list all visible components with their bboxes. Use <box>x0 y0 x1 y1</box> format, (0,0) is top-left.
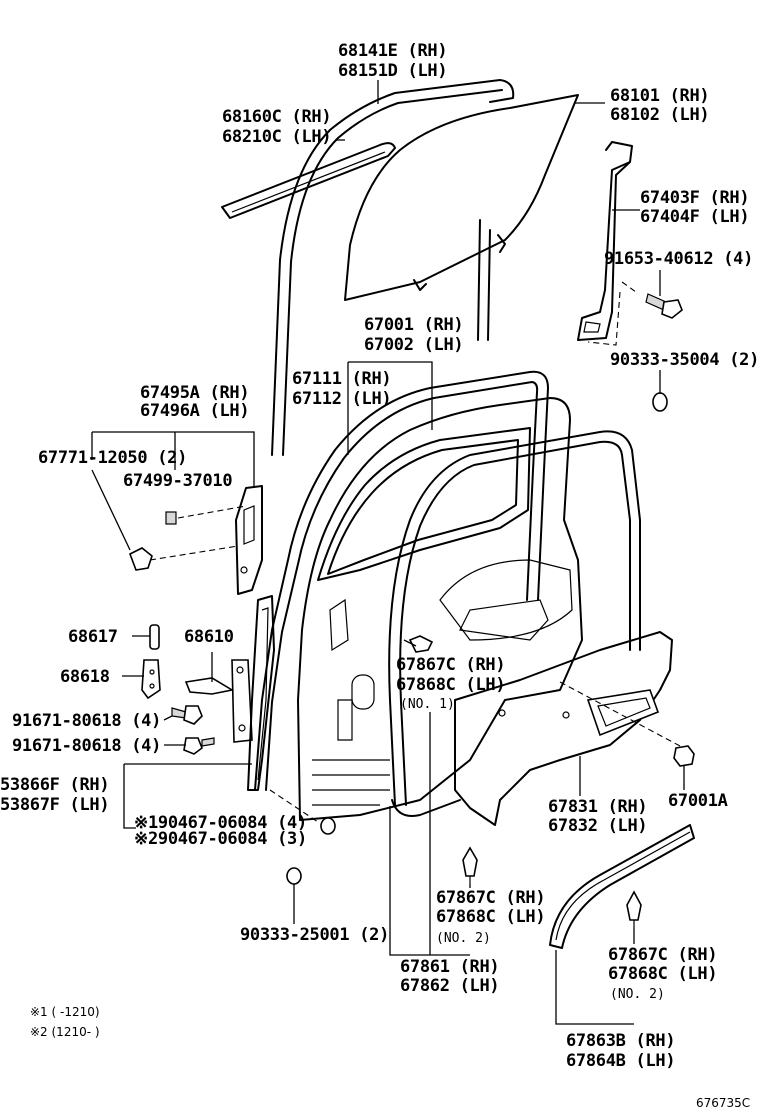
opening-weatherstrip <box>388 430 641 817</box>
label-glass-run-2: 68151D (LH) <box>338 61 447 81</box>
label-trim-2: 67832 (LH) <box>548 816 647 836</box>
trim-clip <box>673 745 695 767</box>
label-plug-25001: 90333-25001 (2) <box>240 925 389 945</box>
label-hinge-upper: 68610 <box>184 627 234 647</box>
cap-67499 <box>165 511 177 525</box>
label-panel-2: 67002 (LH) <box>364 335 463 355</box>
label-glass-run-1: 68141E (RH) <box>338 41 447 61</box>
leader-lines <box>91 80 685 1025</box>
door-panel <box>297 397 583 821</box>
label-clip-no1-1: 67867C (RH) <box>396 655 505 675</box>
label-seal-1: 53866F (RH) <box>0 775 109 795</box>
label-channel-1: 67403F (RH) <box>640 188 749 208</box>
label-hinge-pin: 68617 <box>68 627 118 647</box>
label-clip-no1-3: (NO. 1) <box>400 697 455 712</box>
clip-no1 <box>408 635 434 653</box>
door-channel <box>577 141 633 341</box>
label-cap-67499: 67499-37010 <box>123 471 232 491</box>
clip-no2-b <box>626 890 642 928</box>
grommet <box>320 817 336 835</box>
hinge-pin <box>149 624 160 650</box>
label-weatherstrip-2: 67112 (LH) <box>292 389 391 409</box>
clip-67771 <box>128 547 153 571</box>
label-clip-no2b-1: 67867C (RH) <box>608 945 717 965</box>
bolt-91653 <box>645 293 683 319</box>
label-glass-1: 68101 (RH) <box>610 86 709 106</box>
label-hinge-lower: 68618 <box>60 667 110 687</box>
door-glass <box>344 94 579 301</box>
label-channel-2: 67404F (LH) <box>640 207 749 227</box>
label-trim-clip: 67001A <box>668 791 728 811</box>
hinge-upper <box>184 659 253 743</box>
label-opening-ws-1: 67861 (RH) <box>400 957 499 977</box>
label-clip-67771: 67771-12050 (2) <box>38 448 187 468</box>
label-clip-no2a-3: (NO. 2) <box>436 931 491 946</box>
label-bolt-1: 91671-80618 (4) <box>12 711 161 731</box>
label-opening-ws-2: 67862 (LH) <box>400 976 499 996</box>
label-weatherstrip-1: 67111 (RH) <box>292 369 391 389</box>
label-grommet-1: ※190467-06084 (4) <box>134 813 307 833</box>
label-plug-35004: 90333-35004 (2) <box>610 350 759 370</box>
label-bolt-91653: 91653-40612 (4) <box>604 249 753 269</box>
label-bezel-1: 67495A (RH) <box>140 383 249 403</box>
plug-upper <box>652 392 668 412</box>
label-scuff-1: 67863B (RH) <box>566 1031 675 1051</box>
label-bolt-2: 91671-80618 (4) <box>12 736 161 756</box>
belt-weatherstrip <box>221 142 396 219</box>
scuff-plate <box>549 824 695 949</box>
label-belt-1: 68160C (RH) <box>222 107 331 127</box>
label-trim-1: 67831 (RH) <box>548 797 647 817</box>
handle-bezel <box>235 485 263 595</box>
label-clip-no2b-3: (NO. 2) <box>610 987 665 1002</box>
label-clip-no2a-2: 67868C (LH) <box>436 907 545 927</box>
diagram-id: 676735C <box>696 1096 750 1110</box>
label-seal-2: 53867F (LH) <box>0 795 109 815</box>
note-2: ※2 (1210- ) <box>30 1025 100 1039</box>
label-panel-1: 67001 (RH) <box>364 315 463 335</box>
note-1: ※1 ( -1210) <box>30 1005 100 1019</box>
label-glass-2: 68102 (LH) <box>610 105 709 125</box>
door-weatherstrip <box>254 370 549 791</box>
label-clip-no2a-1: 67867C (RH) <box>436 888 545 908</box>
clip-no2-a <box>462 846 478 884</box>
label-clip-no2b-2: 67868C (LH) <box>608 964 717 984</box>
labels: 68141E (RH) 68151D (LH) 68160C (RH) 6821… <box>0 41 759 1110</box>
hinge-seal <box>247 595 275 791</box>
hinge-lower <box>141 659 161 700</box>
plug-lower <box>286 867 302 885</box>
label-grommet-2: ※290467-06084 (3) <box>134 829 307 849</box>
label-scuff-2: 67864B (LH) <box>566 1051 675 1071</box>
bolt-91671-b <box>183 737 215 755</box>
label-clip-no1-2: 67868C (LH) <box>396 675 505 695</box>
label-belt-2: 68210C (LH) <box>222 127 331 147</box>
bolt-91671-a <box>171 705 203 725</box>
door-trim-board <box>454 631 673 826</box>
label-bezel-2: 67496A (LH) <box>140 401 249 421</box>
